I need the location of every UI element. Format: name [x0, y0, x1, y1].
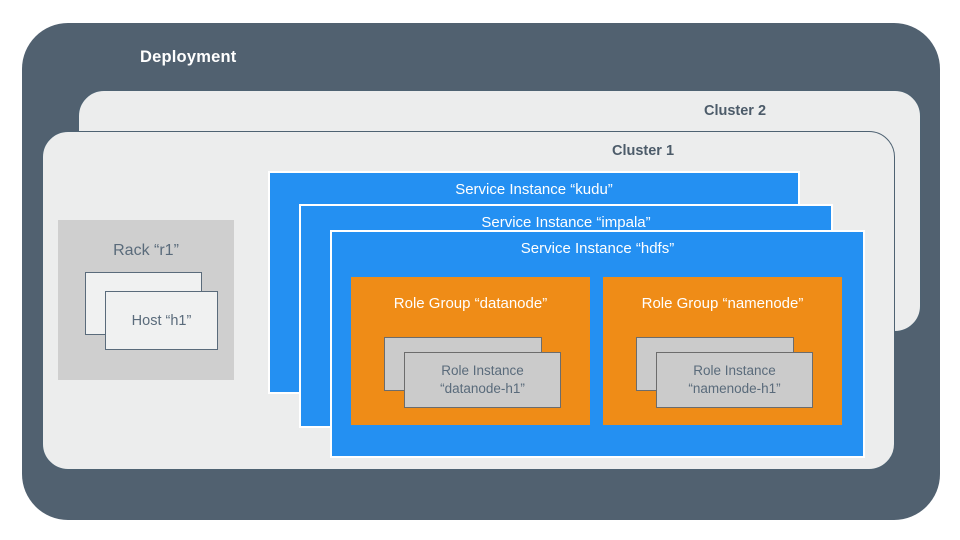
role-instance-datanode-line1: Role Instance [441, 362, 524, 378]
host-label: Host “h1” [131, 312, 192, 329]
rack-label: Rack “r1” [113, 242, 179, 259]
cluster-2-label: Cluster 2 [703, 103, 767, 119]
service-instance-hdfs-label: Service Instance “hdfs” [520, 240, 675, 257]
role-instance-datanode-label: Role Instance “datanode-h1” [405, 353, 560, 407]
role-instance-namenode-label: Role Instance “namenode-h1” [657, 353, 812, 407]
role-instance-datanode-line2: “datanode-h1” [440, 381, 525, 396]
deployment-label: Deployment [140, 48, 237, 66]
role-group-datanode-label: Role Group “datanode” [393, 295, 548, 312]
role-instance-namenode-line2: “namenode-h1” [688, 381, 781, 396]
role-instance-card-namenode-front: Role Instance “namenode-h1” [656, 352, 813, 408]
service-instance-impala-label: Service Instance “impala” [481, 214, 651, 231]
host-card-front: Host “h1” [105, 291, 218, 350]
role-instance-namenode-line1: Role Instance [693, 362, 776, 378]
service-instance-kudu-label: Service Instance “kudu” [455, 181, 613, 198]
role-instance-card-datanode-front: Role Instance “datanode-h1” [404, 352, 561, 408]
role-group-namenode-label: Role Group “namenode” [641, 295, 804, 312]
cluster-1-label: Cluster 1 [611, 143, 675, 159]
